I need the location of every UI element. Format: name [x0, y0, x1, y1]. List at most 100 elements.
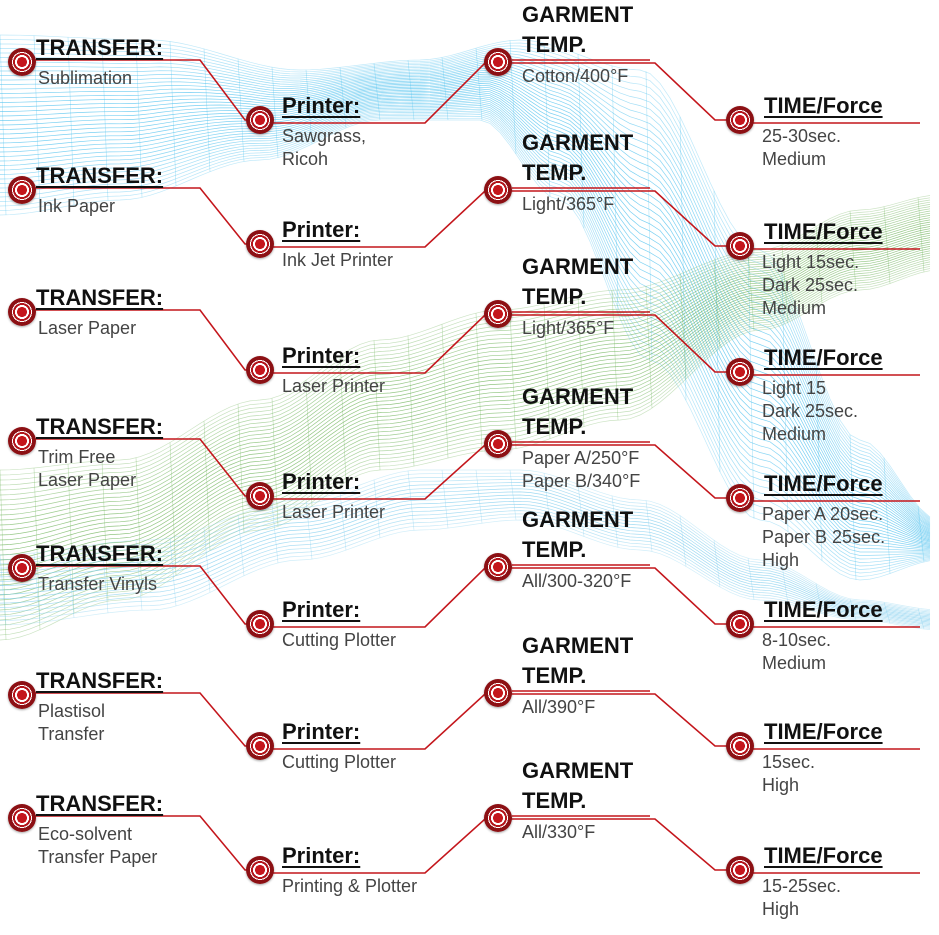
printer-title: Printer: — [282, 343, 361, 368]
time-title: TIME/Force — [764, 843, 883, 868]
garment-title: GARMENT — [522, 758, 634, 783]
garment-title: TEMP. — [522, 663, 587, 688]
time-title: TIME/Force — [764, 471, 883, 496]
garment-title: GARMENT — [522, 2, 634, 27]
node-marker — [8, 427, 36, 455]
transfer-title: TRANSFER: — [36, 541, 164, 566]
transfer-title: TRANSFER: — [36, 791, 164, 816]
time-value: Medium — [762, 653, 827, 673]
time-value: 15-25sec. — [762, 876, 842, 896]
node-marker — [484, 679, 512, 707]
transfer-value: Eco-solvent — [38, 824, 133, 844]
time-value: Light 15 — [762, 378, 827, 398]
time-title: TIME/Force — [764, 719, 883, 744]
time-value: Medium — [762, 298, 827, 318]
node-marker — [484, 804, 512, 832]
node-marker — [246, 482, 274, 510]
node-marker — [726, 106, 754, 134]
time-value: High — [762, 550, 800, 570]
garment-title: GARMENT — [522, 254, 634, 279]
node-marker — [484, 430, 512, 458]
transfer-value: Transfer — [38, 724, 105, 744]
node-marker — [246, 610, 274, 638]
garment-value: Light/365°F — [522, 194, 615, 214]
garment-title: GARMENT — [522, 384, 634, 409]
printer-title: Printer: — [282, 217, 361, 242]
node-marker — [484, 553, 512, 581]
node-marker — [726, 732, 754, 760]
node-marker — [246, 356, 274, 384]
node-marker — [8, 554, 36, 582]
transfer-value: Sublimation — [38, 68, 133, 88]
transfer-title: TRANSFER: — [36, 414, 164, 439]
time-value: Medium — [762, 424, 827, 444]
transfer-title: TRANSFER: — [36, 285, 164, 310]
time-value: 15sec. — [762, 752, 816, 772]
transfer-value: Transfer Paper — [38, 847, 158, 867]
time-title: TIME/Force — [764, 93, 883, 118]
node-marker — [246, 856, 274, 884]
garment-title: TEMP. — [522, 788, 587, 813]
printer-title: Printer: — [282, 719, 361, 744]
node-marker — [484, 300, 512, 328]
node-marker — [726, 856, 754, 884]
time-value: High — [762, 775, 800, 795]
garment-title: GARMENT — [522, 130, 634, 155]
node-marker — [246, 106, 274, 134]
node-marker — [726, 610, 754, 638]
time-value: Medium — [762, 149, 827, 169]
garment-value: All/330°F — [522, 822, 596, 842]
transfer-title: TRANSFER: — [36, 668, 164, 693]
garment-value: Cotton/400°F — [522, 66, 629, 86]
time-title: TIME/Force — [764, 219, 883, 244]
printer-value: Laser Printer — [282, 376, 386, 396]
time-value: Paper A 20sec. — [762, 504, 884, 524]
time-value: Light 15sec. — [762, 252, 860, 272]
transfer-value: Plastisol — [38, 701, 106, 721]
transfer-title: TRANSFER: — [36, 163, 164, 188]
transfer-value: Ink Paper — [38, 196, 116, 216]
transfer-value: Laser Paper — [38, 318, 137, 338]
node-marker — [8, 48, 36, 76]
transfer-value: Trim Free — [38, 447, 116, 467]
printer-title: Printer: — [282, 469, 361, 494]
garment-value: Paper A/250°F — [522, 448, 640, 468]
transfer-title: TRANSFER: — [36, 35, 164, 60]
garment-title: TEMP. — [522, 537, 587, 562]
time-title: TIME/Force — [764, 597, 883, 622]
printer-value: Cutting Plotter — [282, 630, 397, 650]
printer-title: Printer: — [282, 843, 361, 868]
printer-value: Ink Jet Printer — [282, 250, 394, 270]
node-marker — [726, 232, 754, 260]
garment-value: Paper B/340°F — [522, 471, 641, 491]
node-marker — [484, 48, 512, 76]
node-marker — [8, 681, 36, 709]
time-title: TIME/Force — [764, 345, 883, 370]
garment-title: TEMP. — [522, 284, 587, 309]
garment-value: All/300-320°F — [522, 571, 632, 591]
time-value: Dark 25sec. — [762, 275, 859, 295]
time-value: 25-30sec. — [762, 126, 842, 146]
garment-title: TEMP. — [522, 414, 587, 439]
garment-title: TEMP. — [522, 32, 587, 57]
garment-title: GARMENT — [522, 507, 634, 532]
printer-value: Cutting Plotter — [282, 752, 397, 772]
time-value: Paper B 25sec. — [762, 527, 886, 547]
node-marker — [726, 484, 754, 512]
time-value: High — [762, 899, 800, 919]
garment-title: TEMP. — [522, 160, 587, 185]
garment-value: All/390°F — [522, 697, 596, 717]
printer-value: Ricoh — [282, 149, 329, 169]
node-marker — [726, 358, 754, 386]
node-marker — [8, 298, 36, 326]
printer-value: Printing & Plotter — [282, 876, 418, 896]
transfer-value: Transfer Vinyls — [38, 574, 158, 594]
garment-value: Light/365°F — [522, 318, 615, 338]
node-marker — [8, 804, 36, 832]
time-value: Dark 25sec. — [762, 401, 859, 421]
printer-title: Printer: — [282, 597, 361, 622]
printer-value: Sawgrass, — [282, 126, 367, 146]
node-marker — [246, 230, 274, 258]
